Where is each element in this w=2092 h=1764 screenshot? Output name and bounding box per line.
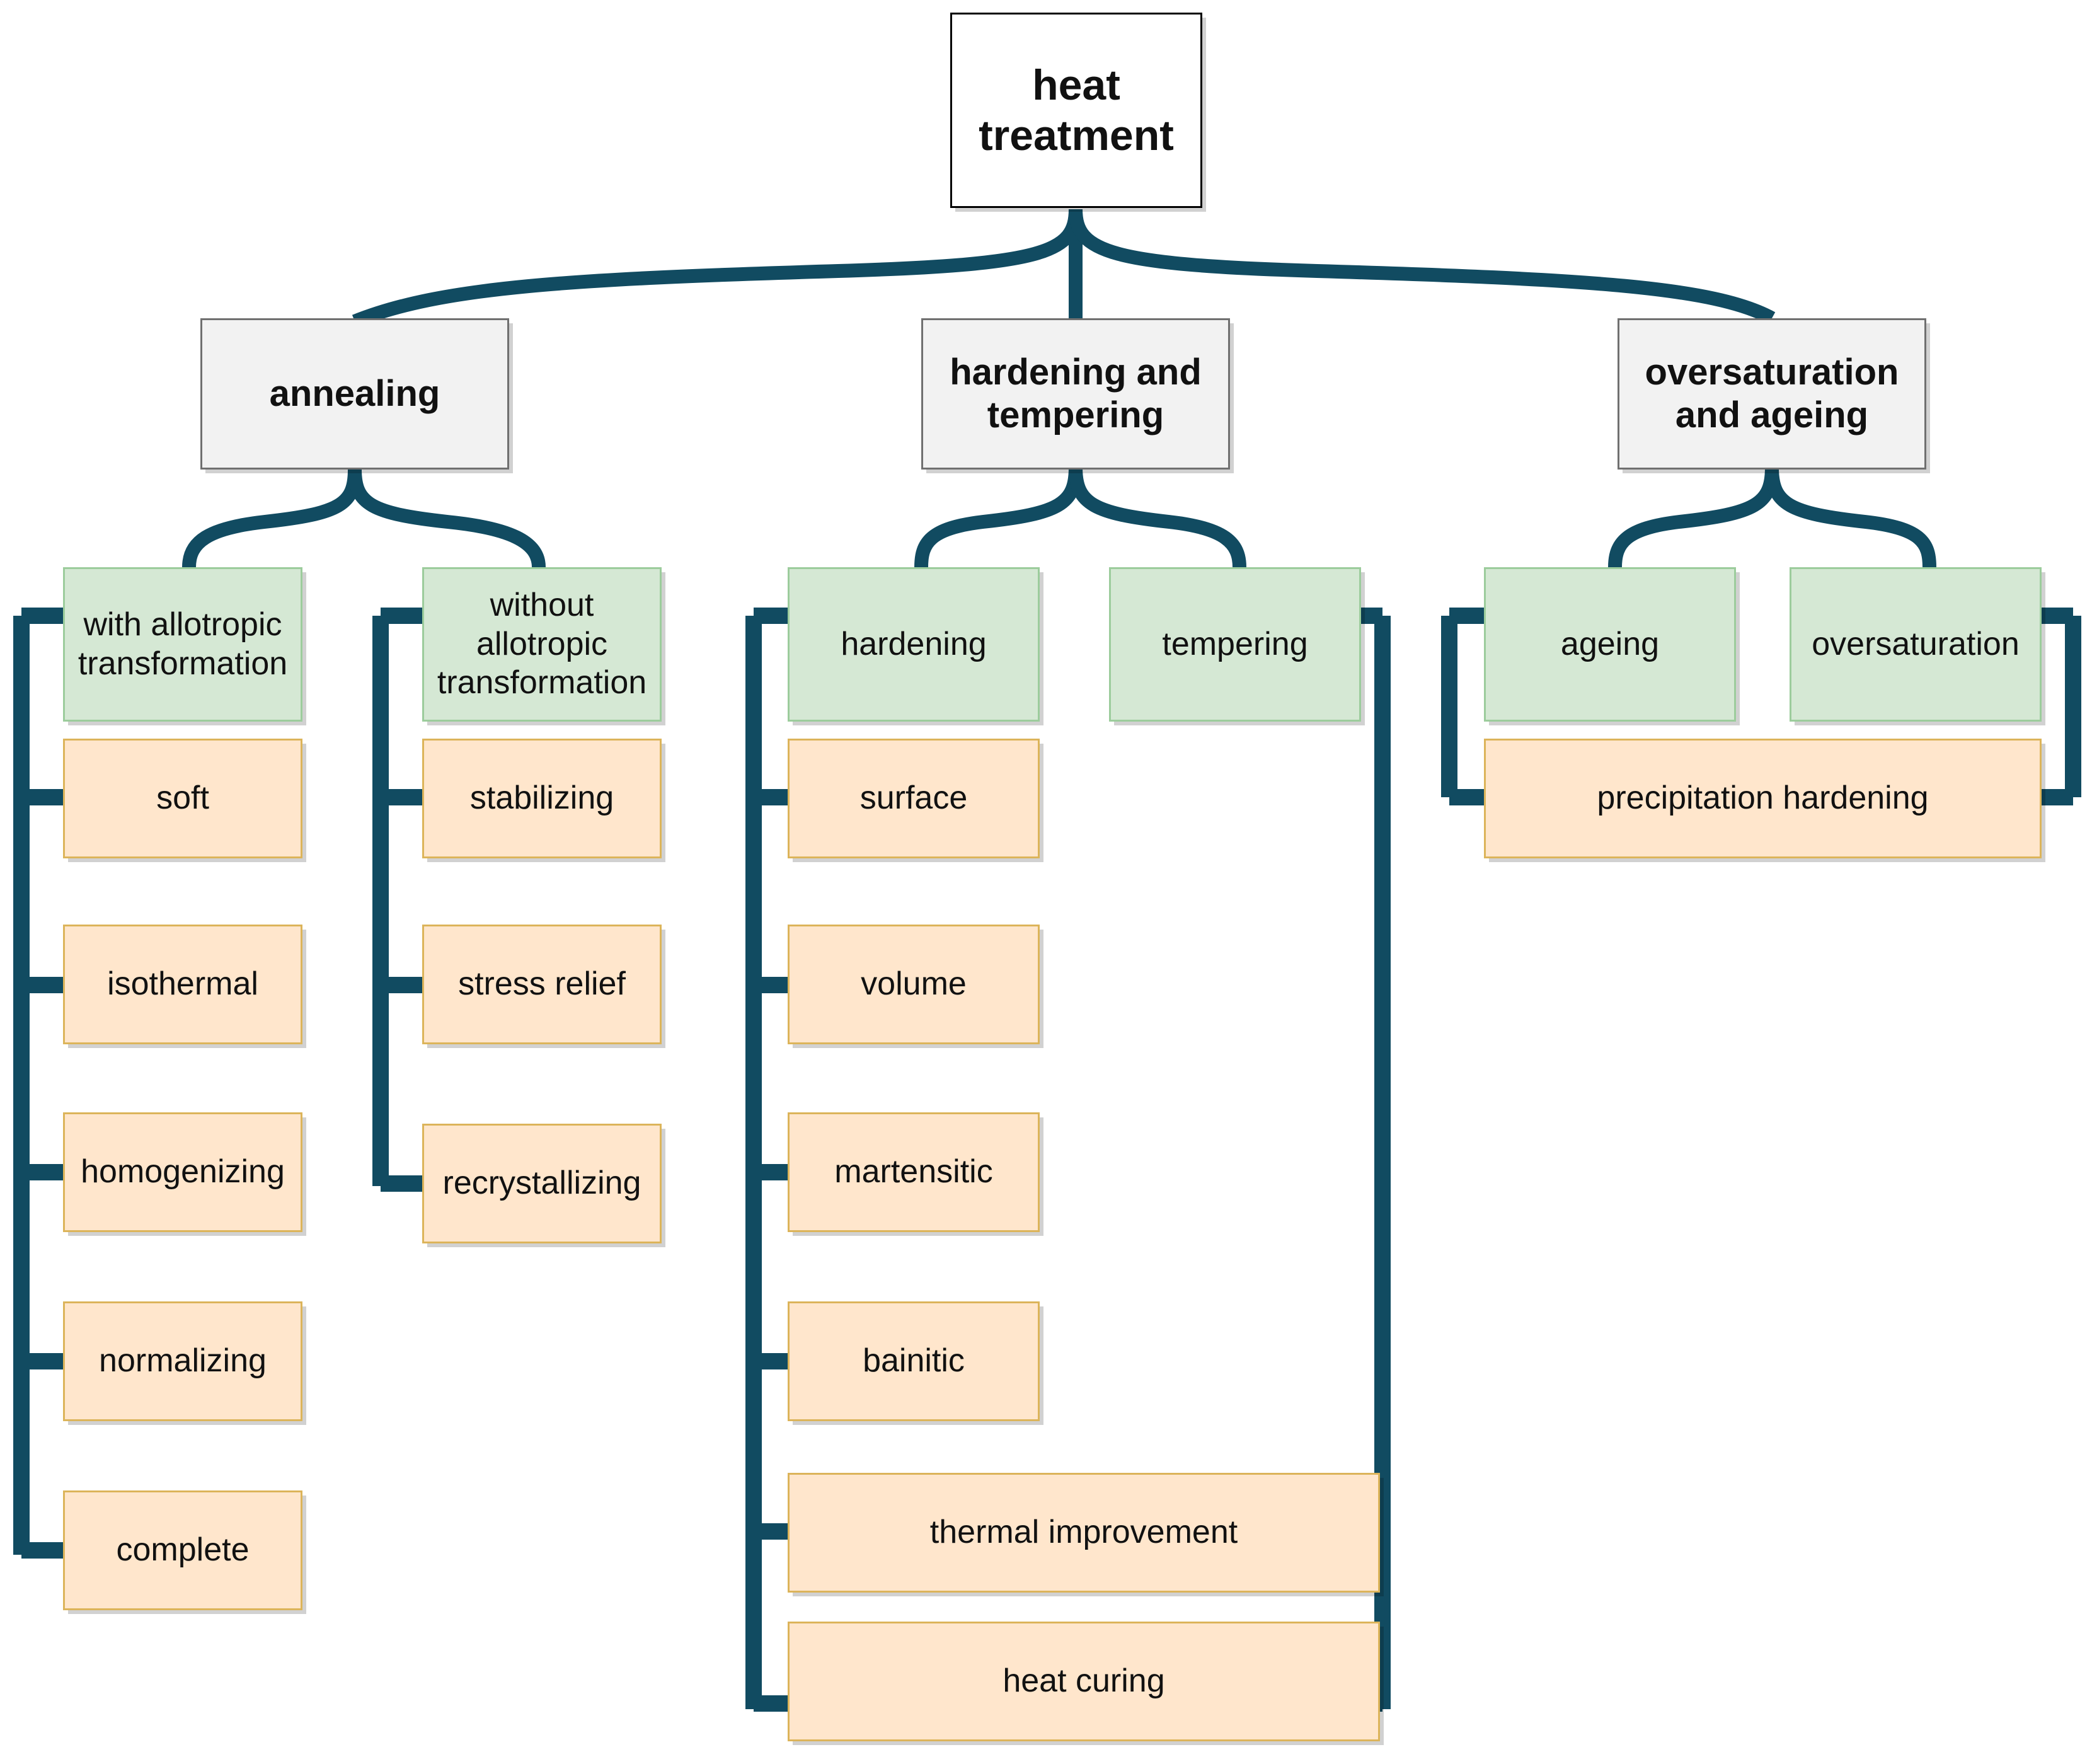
edge-root-to-annealing <box>352 209 1083 328</box>
root-label-line2: treatment <box>979 112 1174 159</box>
soft-label: soft <box>156 780 209 817</box>
node-heat-treatment[interactable]: heat treatment <box>950 13 1202 208</box>
node-soft[interactable]: soft <box>63 739 302 858</box>
node-without-allotropic-transformation[interactable]: without allotropic transformation <box>422 567 662 722</box>
node-surface[interactable]: surface <box>788 739 1040 858</box>
node-stress-relief[interactable]: stress relief <box>422 925 662 1044</box>
edge-oa-to-oversaturation <box>1765 467 1936 568</box>
hardening-tempering-label-line1: hardening and <box>950 351 1202 393</box>
oversaturation-label: oversaturation <box>1812 625 2020 662</box>
martensitic-label: martensitic <box>834 1153 993 1190</box>
edge-oa-to-ageing <box>1608 467 1779 568</box>
node-oversaturation[interactable]: oversaturation <box>1790 567 2042 722</box>
edge-root-to-oversaturation-ageing <box>1069 209 1776 325</box>
thermal-improvement-label: thermal improvement <box>929 1514 1238 1551</box>
node-homogenizing[interactable]: homogenizing <box>63 1112 302 1232</box>
without-allotropic-line2: allotropic <box>476 625 608 662</box>
complete-label: complete <box>116 1531 250 1569</box>
node-precipitation-hardening[interactable]: precipitation hardening <box>1484 739 2042 858</box>
with-allotropic-line1: with allotropic <box>83 606 282 643</box>
node-tempering[interactable]: tempering <box>1109 567 1361 722</box>
node-hardening[interactable]: hardening <box>788 567 1040 722</box>
node-oversaturation-and-ageing[interactable]: oversaturation and ageing <box>1618 318 1926 470</box>
edge-ht-to-hardening <box>914 467 1083 568</box>
node-isothermal[interactable]: isothermal <box>63 925 302 1044</box>
hardening-tempering-label-line2: tempering <box>987 395 1164 435</box>
stress-relief-label: stress relief <box>458 966 626 1003</box>
normalizing-label: normalizing <box>99 1342 267 1380</box>
node-ageing[interactable]: ageing <box>1484 567 1736 722</box>
node-hardening-and-tempering[interactable]: hardening and tempering <box>921 318 1230 470</box>
node-stabilizing[interactable]: stabilizing <box>422 739 662 858</box>
heat-curing-label: heat curing <box>1003 1663 1165 1700</box>
precipitation-hardening-label: precipitation hardening <box>1597 780 1929 817</box>
edge-annealing-to-without-allo <box>348 469 546 568</box>
edge-ht-to-tempering <box>1069 467 1246 568</box>
node-recrystallizing[interactable]: recrystallizing <box>422 1124 662 1243</box>
node-heat-curing[interactable]: heat curing <box>788 1622 1380 1741</box>
node-martensitic[interactable]: martensitic <box>788 1112 1040 1232</box>
annealing-label: annealing <box>269 372 440 414</box>
node-thermal-improvement[interactable]: thermal improvement <box>788 1473 1380 1593</box>
without-allotropic-line3: transformation <box>437 664 647 701</box>
oversaturation-ageing-label-line1: oversaturation <box>1645 351 1899 393</box>
volume-label: volume <box>861 966 967 1003</box>
ageing-label: ageing <box>1560 625 1660 662</box>
homogenizing-label: homogenizing <box>81 1153 285 1190</box>
node-complete[interactable]: complete <box>63 1490 302 1610</box>
stabilizing-label: stabilizing <box>469 780 614 817</box>
recrystallizing-label: recrystallizing <box>442 1165 641 1202</box>
root-label-line1: heat <box>1032 61 1120 109</box>
node-bainitic[interactable]: bainitic <box>788 1301 1040 1421</box>
node-with-allotropic-transformation[interactable]: with allotropic transformation <box>63 567 302 722</box>
edge-annealing-to-with-allo <box>182 469 362 568</box>
hardening-label: hardening <box>841 625 987 662</box>
isothermal-label: isothermal <box>107 966 258 1003</box>
tempering-label: tempering <box>1162 625 1308 662</box>
node-annealing[interactable]: annealing <box>200 318 509 470</box>
node-volume[interactable]: volume <box>788 925 1040 1044</box>
bainitic-label: bainitic <box>863 1342 965 1380</box>
with-allotropic-line2: transformation <box>78 645 288 682</box>
surface-label: surface <box>859 780 968 817</box>
oversaturation-ageing-label-line2: and ageing <box>1675 395 1869 435</box>
without-allotropic-line1: without <box>490 587 594 624</box>
node-normalizing[interactable]: normalizing <box>63 1301 302 1421</box>
